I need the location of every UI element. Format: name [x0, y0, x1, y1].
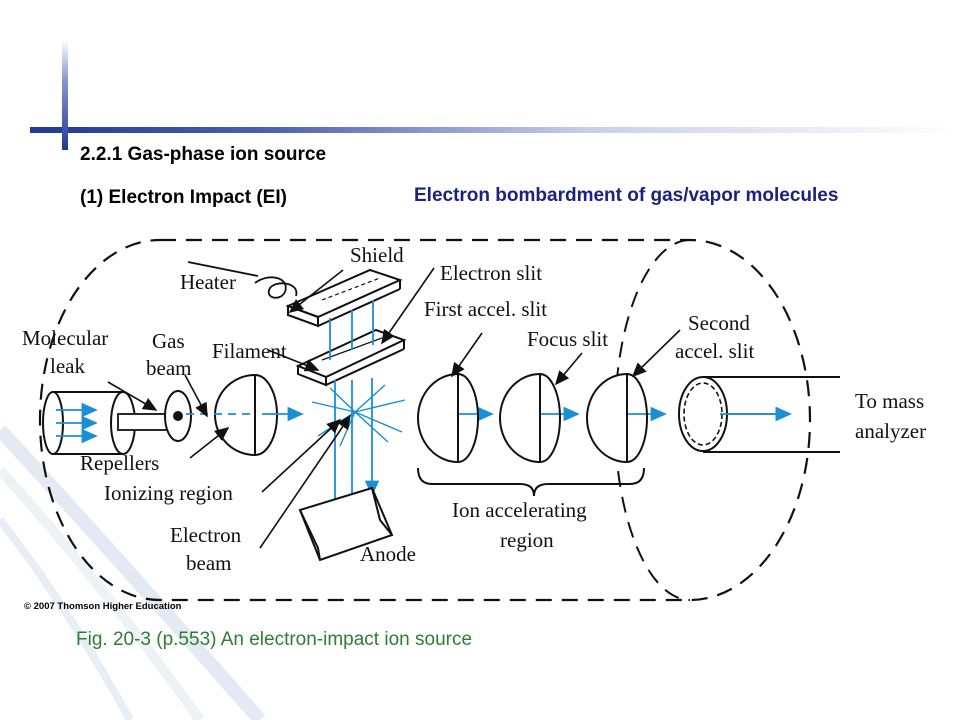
header-vertical-rule: [62, 40, 68, 150]
label-anode: Anode: [360, 542, 416, 566]
label-electron-beam-2: beam: [186, 551, 231, 575]
molecular-leak-cylinder: [42, 390, 192, 455]
label-ion-accelerating-2: region: [500, 528, 554, 552]
copyright-notice: © 2007 Thomson Higher Education: [24, 601, 182, 612]
ion-accelerating-brace: [417, 467, 645, 497]
figure-caption: Fig. 20-3 (p.553) An electron-impact ion…: [76, 629, 473, 650]
label-molecular-leak-2: leak: [50, 354, 85, 378]
second-accel-slit: [586, 372, 648, 464]
label-ionizing-region: Ionizing region: [104, 481, 233, 505]
label-heater: Heater: [180, 270, 236, 294]
shield-plate: [285, 268, 403, 328]
label-focus-slit: Focus slit: [527, 327, 608, 351]
slide-subtitle: (1) Electron Impact (EI): [80, 187, 287, 208]
label-second-accel-slit-1: Second: [688, 311, 750, 335]
header-horizontal-rule: [30, 127, 960, 133]
flight-tube: [678, 376, 840, 453]
repeller-electrode: [214, 373, 278, 457]
label-filament: Filament: [212, 339, 287, 363]
focus-slit: [499, 372, 561, 464]
label-second-accel-slit-2: accel. slit: [675, 339, 754, 363]
anode: [298, 486, 394, 562]
label-first-accel-slit: First accel. slit: [424, 297, 547, 321]
label-repellers: Repellers: [80, 451, 159, 475]
label-shield: Shield: [350, 243, 404, 267]
label-gas-beam-1: Gas: [152, 329, 185, 353]
label-to-mass-2: analyzer: [855, 419, 926, 443]
leader-lines: [107, 267, 681, 549]
heater-coil: [187, 261, 298, 299]
ionization-burst: [311, 384, 406, 447]
label-gas-beam-2: beam: [146, 356, 191, 380]
label-ion-accelerating-1: Ion accelerating: [452, 498, 587, 522]
electron-slit-plate: [295, 328, 407, 387]
vacuum-envelope: [38, 238, 812, 602]
first-accel-slit: [417, 372, 479, 464]
label-to-mass-1: To mass: [855, 389, 924, 413]
label-electron-slit: Electron slit: [440, 261, 542, 285]
label-electron-beam-1: Electron: [170, 523, 242, 547]
slide-description: Electron bombardment of gas/vapor molecu…: [414, 185, 839, 206]
label-molecular-leak-1: Molecular: [22, 326, 108, 350]
slide-title: 2.2.1 Gas-phase ion source: [80, 144, 327, 165]
